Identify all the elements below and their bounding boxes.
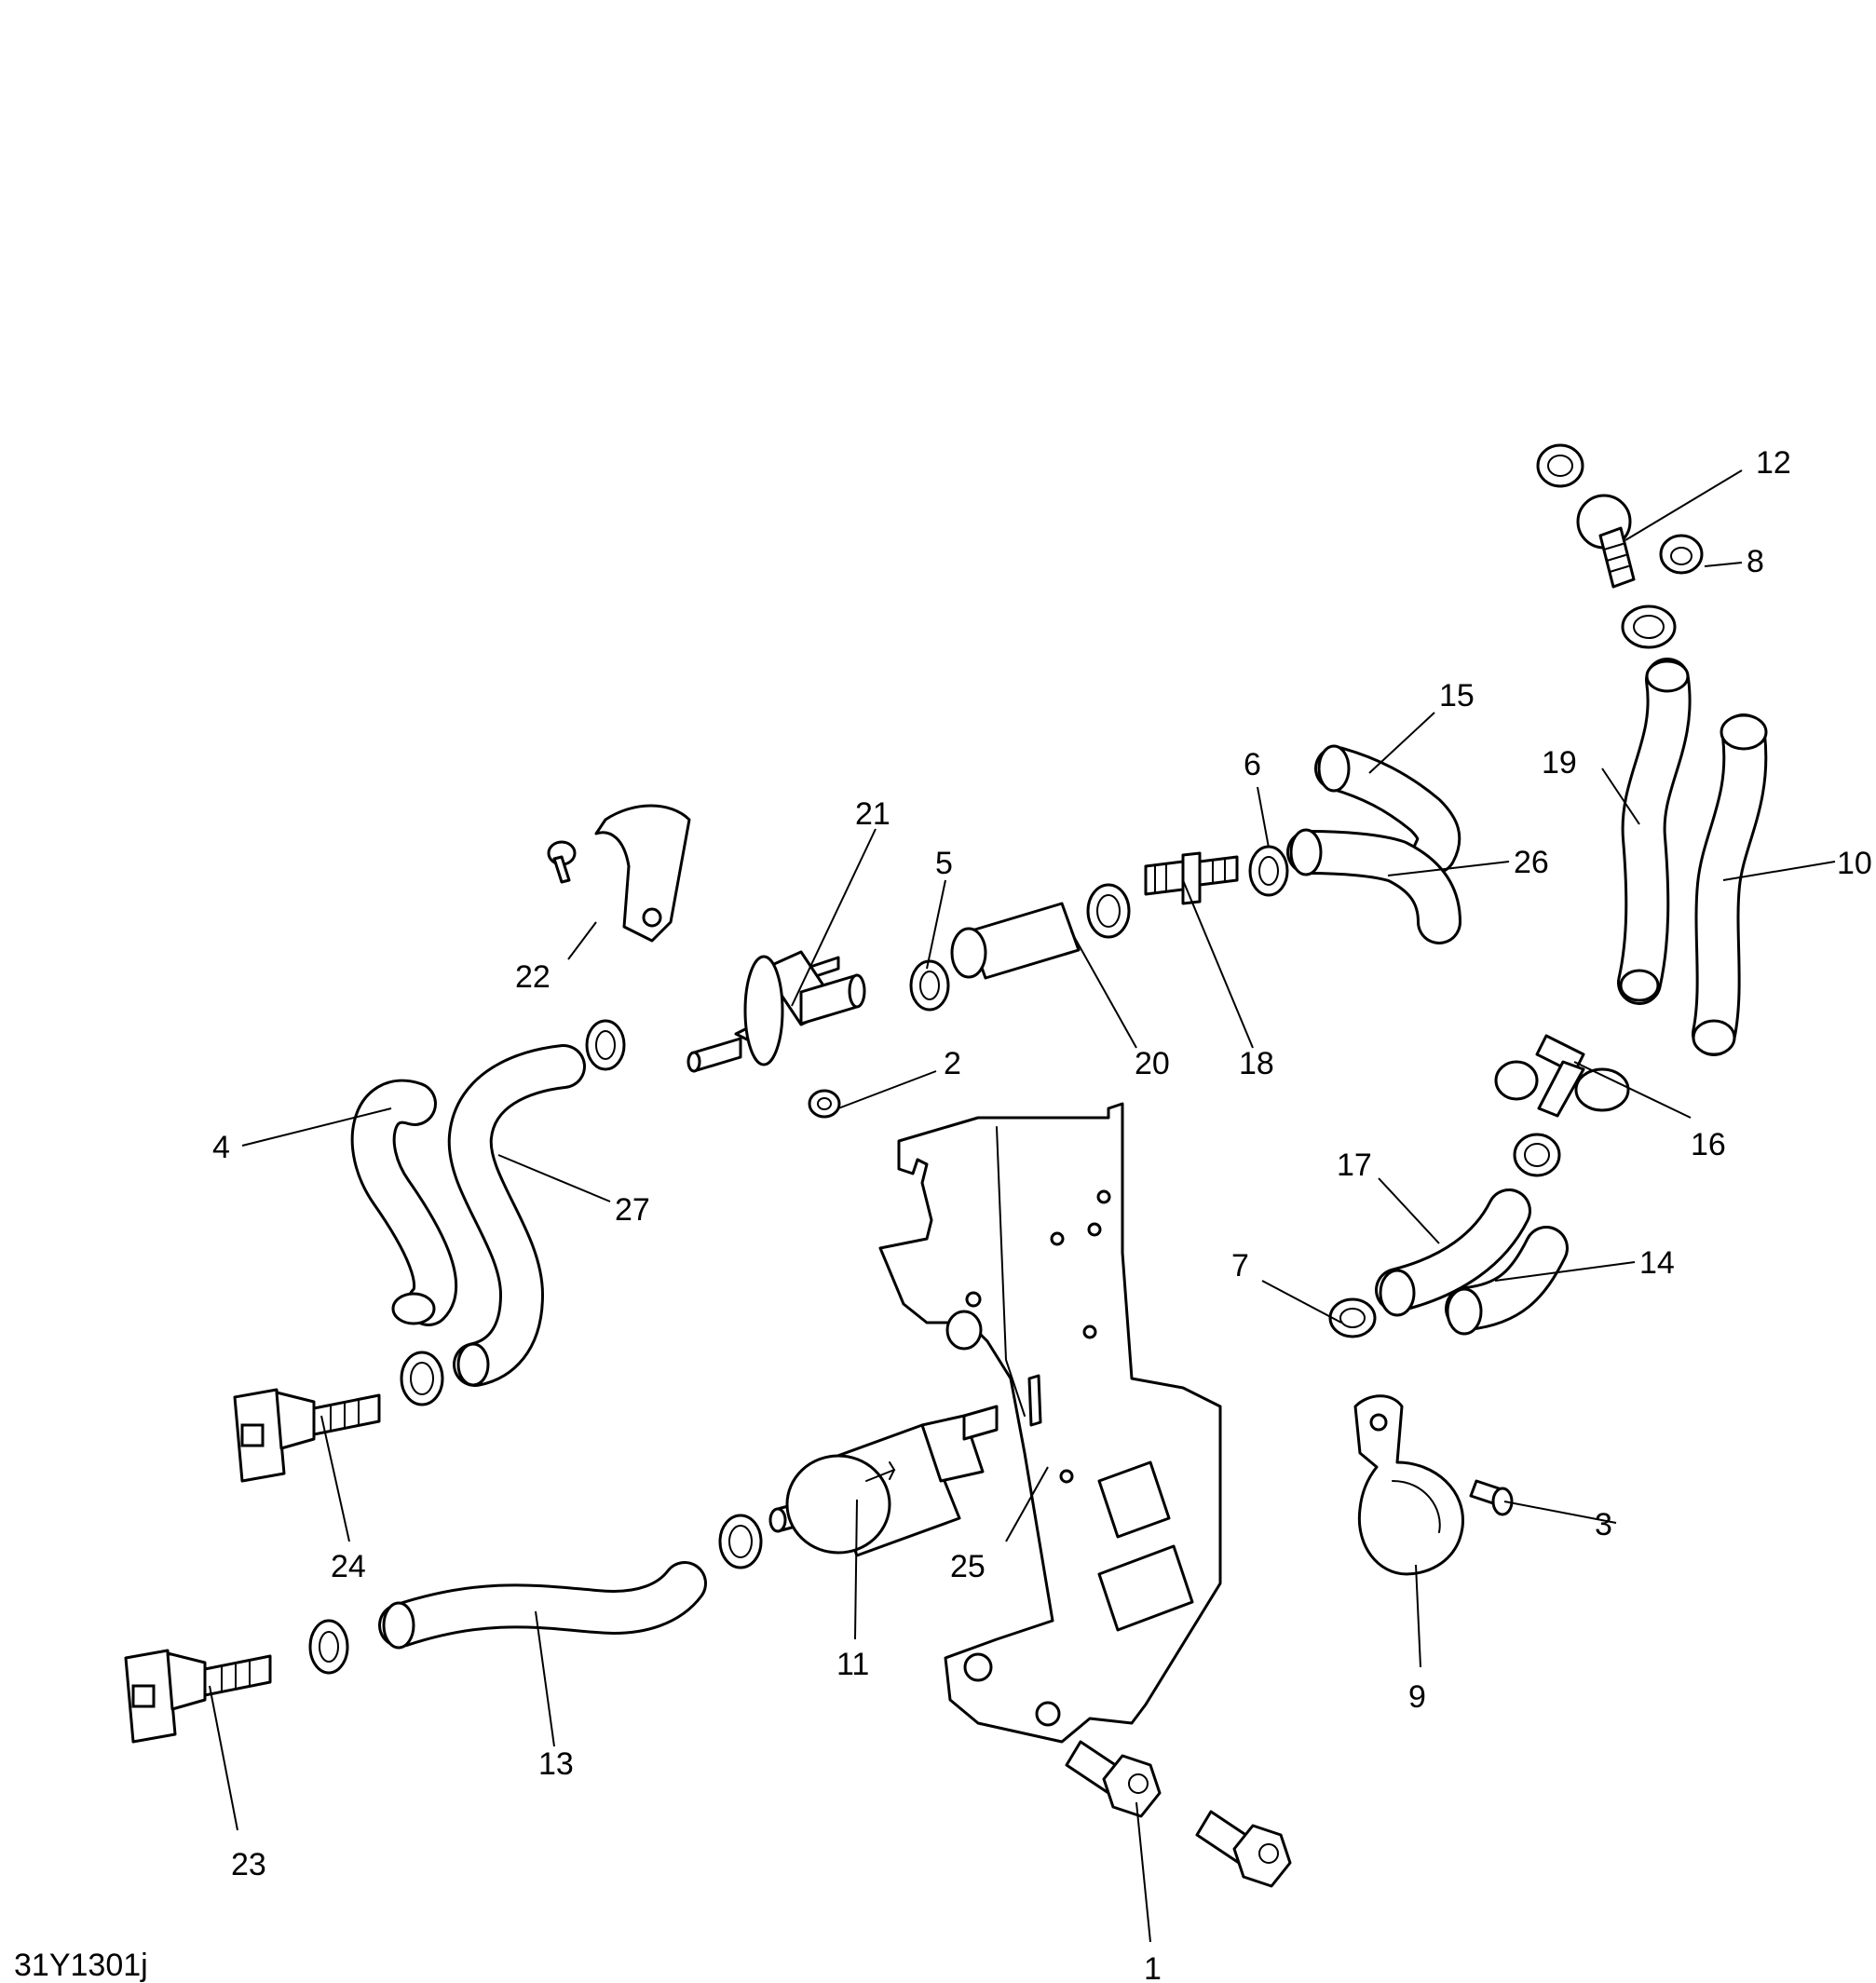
clamp-near-21 — [585, 1019, 626, 1071]
part-23-quick-connector — [124, 1649, 272, 1744]
part-22-bracket — [547, 804, 691, 943]
part-16-tee-fitting — [1494, 1034, 1630, 1177]
callout-5: 5 — [935, 846, 953, 881]
part-1-bolt — [1065, 1740, 1162, 1818]
clamp-near-4 — [400, 1351, 444, 1406]
callout-13: 13 — [538, 1746, 574, 1782]
diagram-code: 31Y1301j — [14, 1948, 148, 1983]
callout-19: 19 — [1542, 745, 1577, 781]
part-21-fuel-filter — [687, 950, 866, 1073]
callout-2: 2 — [944, 1046, 961, 1081]
part-3-screw — [1469, 1479, 1514, 1516]
callout-18: 18 — [1239, 1046, 1274, 1081]
callout-26: 26 — [1514, 845, 1549, 880]
callout-22: 22 — [515, 959, 551, 995]
part-7-clamp — [1328, 1297, 1377, 1338]
part-12-banjo-fitting — [1536, 443, 1636, 589]
clamp-top-right — [1621, 604, 1677, 649]
part-19-hose — [1617, 658, 1692, 1005]
callout-21: 21 — [855, 796, 890, 832]
part-13-hose — [378, 1561, 707, 1650]
callout-12: 12 — [1756, 445, 1791, 481]
part-1-bolt-second — [1195, 1810, 1292, 1888]
part-20-hose — [950, 902, 1081, 980]
callout-20: 20 — [1135, 1046, 1170, 1081]
clamp-near-13 — [308, 1619, 349, 1675]
part-5-clamp — [909, 959, 950, 1012]
part-4-hose — [350, 1079, 458, 1326]
callout-14: 14 — [1639, 1245, 1675, 1281]
callout-9: 9 — [1408, 1679, 1426, 1715]
callout-6: 6 — [1244, 747, 1261, 782]
part-10-hose — [1692, 713, 1768, 1056]
part-27-hose — [447, 1044, 586, 1387]
part-18-fitting — [1144, 851, 1239, 905]
callout-4: 4 — [212, 1130, 230, 1165]
part-26-hose — [1286, 828, 1461, 944]
callout-23: 23 — [231, 1847, 266, 1882]
callout-16: 16 — [1691, 1127, 1726, 1162]
callout-7: 7 — [1231, 1248, 1249, 1284]
callout-24: 24 — [331, 1549, 366, 1584]
callout-1: 1 — [1144, 1951, 1162, 1983]
part-11-inline-filter — [768, 1405, 999, 1557]
part-2-nut — [808, 1089, 841, 1119]
part-25-mounting-bracket — [878, 1102, 1222, 1744]
clamp-near-20 — [1086, 883, 1131, 939]
part-17-hose — [1375, 1188, 1531, 1317]
callout-10: 10 — [1837, 846, 1872, 881]
callout-27: 27 — [615, 1192, 650, 1228]
part-9-clamp — [1353, 1394, 1464, 1576]
part-14-hose — [1445, 1226, 1569, 1336]
callout-3: 3 — [1595, 1507, 1612, 1542]
part-8-sealing-washer — [1659, 534, 1704, 575]
callout-15: 15 — [1439, 678, 1475, 713]
callout-labels: 12 8 15 6 19 10 26 21 5 22 20 18 2 16 4 … — [209, 445, 1872, 1983]
stud-nut — [945, 1310, 983, 1351]
callout-25: 25 — [950, 1549, 986, 1584]
callout-11: 11 — [836, 1647, 869, 1682]
clamp-near-11 — [718, 1514, 763, 1569]
callout-8: 8 — [1747, 544, 1764, 579]
callout-17: 17 — [1337, 1148, 1372, 1183]
part-6-clamp — [1248, 845, 1289, 897]
part-24-quick-connector — [233, 1388, 381, 1483]
part-15-hose — [1314, 744, 1461, 875]
